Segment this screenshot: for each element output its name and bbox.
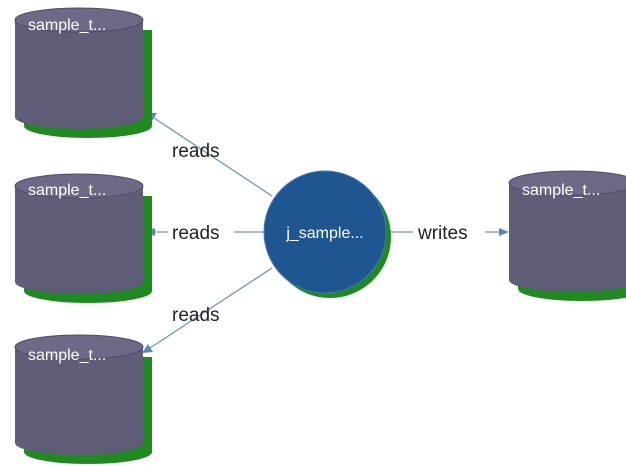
edge-label-writes: writes — [417, 223, 468, 244]
edge-label-reads-bottom: reads — [172, 305, 220, 326]
table-label-bottom-left: sample_t... — [28, 347, 106, 364]
edge-reads-top-left[interactable]: reads — [146, 113, 273, 197]
edge-label-bg — [168, 220, 234, 244]
edge-writes-right[interactable]: writes — [386, 220, 509, 244]
table-node-right[interactable]: sample_t... — [508, 170, 626, 301]
table-label-top-left: sample_t... — [28, 17, 106, 34]
job-label: j_sample... — [285, 225, 363, 242]
database-icon — [14, 7, 152, 138]
arrow-head-icon — [142, 344, 153, 353]
table-node-mid-left[interactable]: sample_t... — [14, 173, 152, 303]
edge-label-reads-mid: reads — [172, 223, 220, 244]
edge-reads-bottom-left[interactable]: reads — [142, 267, 273, 353]
database-icon — [508, 170, 626, 301]
edge-label-bg — [413, 220, 485, 244]
table-label-right: sample_t... — [522, 182, 600, 199]
job-node[interactable]: j_sample... — [263, 170, 391, 298]
table-node-bottom-left[interactable]: sample_t... — [14, 334, 152, 464]
edge-reads-mid-left[interactable]: reads — [145, 220, 264, 244]
arrow-head-icon — [499, 228, 509, 236]
table-node-top-left[interactable]: sample_t... — [14, 7, 152, 138]
job-circle-icon — [263, 170, 391, 298]
edge-label-reads-top: reads — [172, 141, 220, 162]
table-label-mid-left: sample_t... — [28, 182, 106, 199]
database-icon — [14, 173, 152, 303]
database-icon — [14, 334, 152, 464]
